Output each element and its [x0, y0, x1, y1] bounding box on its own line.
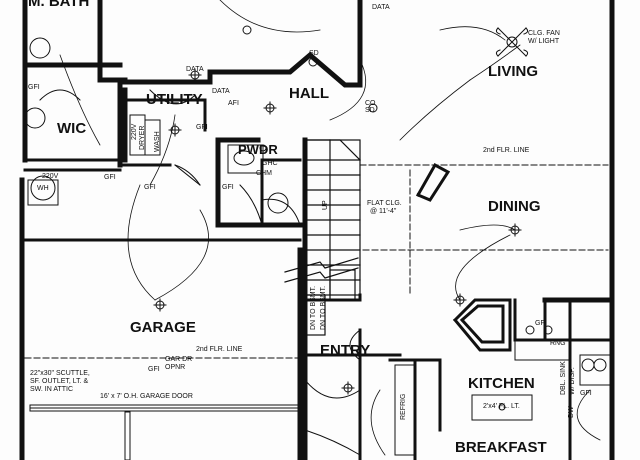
wiring-runs	[59, 0, 601, 456]
staircase	[284, 139, 361, 336]
note-garage-door: 16' x 7' O.H. GARAGE DOOR	[100, 393, 193, 400]
note-scuttle-1: 22"x30" SCUTTLE,	[30, 370, 90, 377]
note-fl-lt: 2'x4' FL. LT.	[483, 403, 520, 410]
room-entry: ENTRY	[320, 342, 371, 359]
room-utility: UTILITY	[146, 91, 203, 108]
note-co-sd: CO SD	[365, 100, 376, 115]
light-fixtures	[153, 25, 522, 411]
note-gfi-5: GFI	[148, 366, 160, 373]
fixtures	[24, 37, 611, 456]
note-gfi-3: GFI	[144, 184, 156, 191]
note-scuttle-2: SF. OUTLET, LT. &	[30, 378, 89, 385]
note-refrig: REFRIG	[400, 393, 407, 420]
ceiling-fan	[495, 27, 529, 57]
door-swings	[39, 89, 361, 456]
note-gar-dr-2: OPNR	[165, 364, 186, 371]
note-flat-clg-2: @ 11'-4"	[370, 208, 397, 215]
note-wh-volt: 220V	[42, 173, 59, 180]
note-dbl-sink-2: W/ DISP.	[569, 367, 576, 395]
room-hall: HALL	[289, 85, 329, 102]
note-ghc: GHC	[262, 160, 278, 167]
note-dn-to-bsmt-2: DN TO BSMT.	[320, 285, 327, 330]
room-wic: WIC	[57, 120, 87, 137]
note-clg-fan-2: W/ LIGHT	[528, 38, 560, 45]
room-dining: DINING	[488, 198, 541, 215]
room-powder: PWDR	[238, 142, 278, 157]
note-gfi-7: GFI	[580, 390, 592, 397]
note-up: UP	[322, 200, 329, 210]
fireplace	[415, 162, 512, 352]
note-gfi-1: GFI	[28, 84, 40, 91]
note-washer: WASH	[154, 131, 161, 152]
room-kitchen: KITCHEN	[468, 375, 535, 392]
note-flat-clg-1: FLAT CLG.	[367, 200, 402, 207]
note-gfi-6: GFI	[535, 320, 547, 327]
note-data-2: DATA	[186, 66, 204, 73]
note-second-floor-line-2: 2nd FLR. LINE	[196, 346, 243, 354]
note-clg-fan-1: CLG. FAN	[528, 30, 560, 37]
note-220v: 220V	[131, 123, 138, 140]
note-rng: RNG	[550, 340, 566, 347]
note-dryer: DRYER	[139, 125, 146, 150]
room-garage: GARAGE	[130, 319, 196, 336]
note-chm: CHM	[256, 170, 272, 177]
room-living: LIVING	[488, 63, 539, 80]
second-floor-lines	[24, 164, 609, 359]
note-wh: WH	[37, 185, 49, 192]
note-dw: DW	[568, 406, 575, 418]
note-data-3: DATA	[212, 88, 230, 95]
note-data-1: DATA	[372, 4, 390, 11]
note-gfi-4: GFI	[222, 184, 234, 191]
garage-door	[29, 404, 301, 460]
note-afi: AFI	[228, 100, 239, 107]
note-gfi-8: GFI	[196, 124, 208, 131]
note-gar-dr-1: GAR DR	[165, 356, 193, 363]
note-scuttle-3: SW. IN ATTIC	[30, 386, 74, 393]
note-second-floor-line-1: 2nd FLR. LINE	[483, 147, 530, 155]
note-sd: SD	[309, 50, 319, 57]
room-breakfast: BREAKFAST	[455, 439, 547, 456]
note-gfi-2: GFI	[104, 174, 116, 181]
note-dbl-sink-1: DBL. SINK	[560, 361, 567, 395]
room-master-bath: M. BATH	[28, 0, 90, 10]
note-dn-to-bsmt: DN TO BSMT.	[310, 285, 317, 330]
